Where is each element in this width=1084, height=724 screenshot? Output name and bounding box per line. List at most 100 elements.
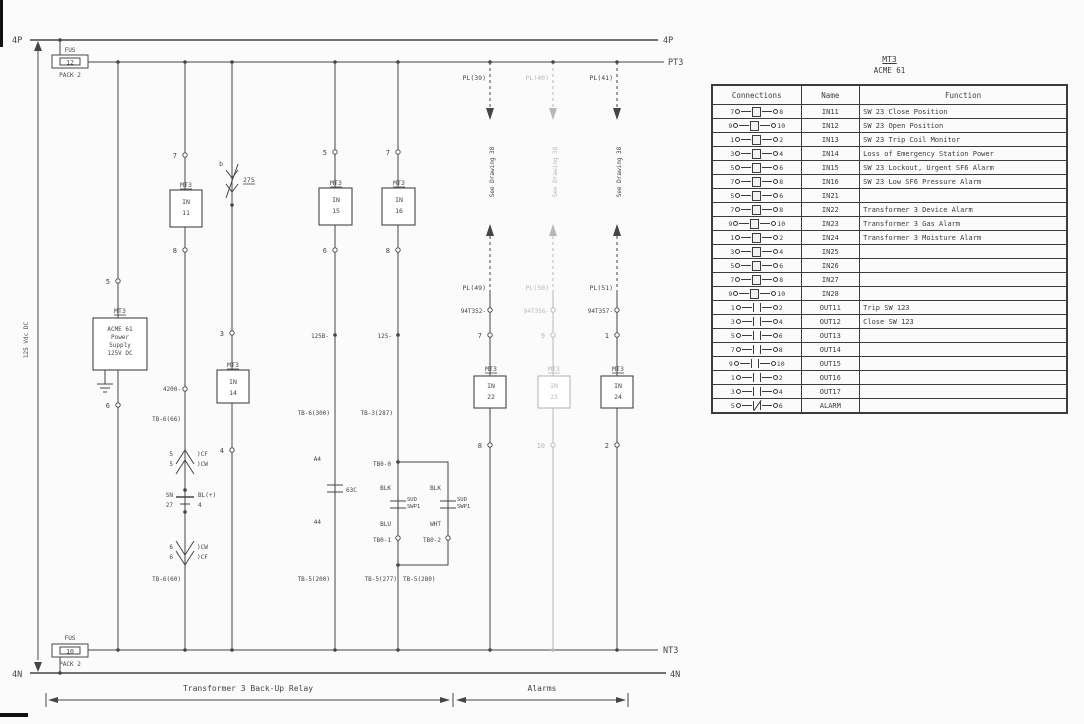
io-function: Close SW 123 [859,314,1068,329]
io-name: IN14 [800,146,861,161]
schematic-label: FUS [65,635,76,642]
io-function: Transformer 3 Moisture Alarm [859,230,1068,245]
schematic-label: 125B- [311,333,329,340]
wire-segment [761,307,772,308]
wire-segment [760,125,771,126]
wire-segment [741,237,752,238]
schematic-label: 63C [346,487,357,494]
table-row: 9 10 IN12 SW 23 Open Position [711,118,1068,133]
io-function [859,356,1068,371]
wire-segment [739,223,750,224]
device-boxes [92,187,634,409]
io-symbol-icon [752,148,762,159]
io-symbol-icon [752,387,761,396]
terminal-number-left: 7 [730,275,735,284]
wire-segment [760,293,771,294]
schematic-label: IN [229,378,237,386]
io-symbol-icon [750,120,760,131]
io-symbol-icon [750,359,759,368]
schematic-label: See Drawing 38 [552,146,559,197]
wire-segment [739,125,750,126]
terminal-circle-icon [735,179,741,184]
schematic-label: 7 [386,149,390,157]
schematic-label: PACK 2 [59,661,81,668]
io-symbol-icon [752,246,762,257]
schematic-label: 24 [614,393,622,401]
schematic-label: 5 [169,451,173,458]
terminal-circle-icon [735,347,741,352]
io-symbol-icon [752,345,761,354]
connection-cell: 7 8 [711,104,802,119]
io-name: IN27 [800,272,861,287]
terminal-number-left: 7 [730,177,735,186]
table-row: 9 10 OUT15 [711,356,1068,371]
terminal-number-right: 8 [779,107,784,116]
schematic-label: 27S [243,176,255,184]
connection-cell: 3 4 [711,384,802,399]
table-row: 3 4 OUT12 Close SW 123 [711,314,1068,329]
schematic-label: 8 [173,247,177,255]
column-wires [117,62,449,650]
arrow-up-icon [486,224,494,236]
fuse-element [59,646,81,655]
io-name: IN15 [800,160,861,175]
io-name: OUT15 [800,356,861,371]
io-function [859,272,1068,287]
wire-segment [761,335,772,336]
wire-segment [762,209,773,210]
terminal-number-left: 3 [730,317,735,326]
io-name: OUT17 [800,384,861,399]
schematic-label: See Drawing 38 [489,146,496,197]
terminal-number-left: 7 [730,345,735,354]
io-function: Loss of Emergency Station Power [859,146,1068,161]
relay-input-box-in15 [318,187,353,226]
table-header-row: Connections Name Function [711,84,1068,105]
terminal-circle-icon [773,207,779,212]
terminal-number-right: 8 [779,177,784,186]
io-function [859,398,1068,414]
wire-segment [762,279,773,280]
schematic-label: 1 [605,332,609,340]
fuse-element [59,57,81,66]
schematic-label: PL(40) [526,74,549,82]
io-symbol-icon [752,274,762,285]
schematic-label: SN [166,492,174,499]
terminal-circle-icon [773,277,779,282]
terminal-number-right: 10 [776,359,785,368]
terminal-circle-icon [735,375,741,380]
table-row: 9 10 IN23 Transformer 3 Gas Alarm [711,216,1068,231]
relay-input-box-in23 [537,375,571,409]
terminal-number-left: 5 [730,191,735,200]
terminal-circle-icon [733,123,739,128]
connection-table-panel: MT3 ACME 61 Connections Name Function 7 … [711,54,1068,414]
io-symbol-icon [752,331,761,340]
schematic-label: 6 [106,402,110,410]
connection-cell: 7 8 [711,174,802,189]
schematic-label: 22 [487,393,495,401]
wire-segment [741,321,752,322]
schematic-label: IN [487,382,495,390]
terminal-circle-icon [735,403,741,408]
fuse-bottom [51,643,89,673]
io-name: IN21 [800,188,861,203]
table-row: 1 2 OUT11 Trip SW 123 [711,300,1068,315]
schematic-label: 4200- [163,386,181,393]
schematic-label: 6 [169,544,173,551]
terminal-number-right: 6 [778,401,783,410]
ground-symbol [97,370,113,393]
terminal-circle-icon [772,389,778,394]
schematic-label: MT3 [180,181,192,189]
schematic-label: TB0-2 [423,537,441,544]
terminal-number-right: 6 [778,331,783,340]
terminal-circle-icon [735,151,741,156]
schematic-label: MT3 [548,365,560,373]
schematic-label: TB-5(200) [297,576,330,583]
terminal-circle-icon [735,165,741,170]
terminal-number-left: 5 [730,331,735,340]
schematic-label: BLU [380,521,391,528]
terminal-number-right: 4 [779,247,784,256]
schematic-label: 10 [66,648,74,656]
relay-input-box-in22 [473,375,507,409]
terminal-number-right: 10 [777,121,786,130]
